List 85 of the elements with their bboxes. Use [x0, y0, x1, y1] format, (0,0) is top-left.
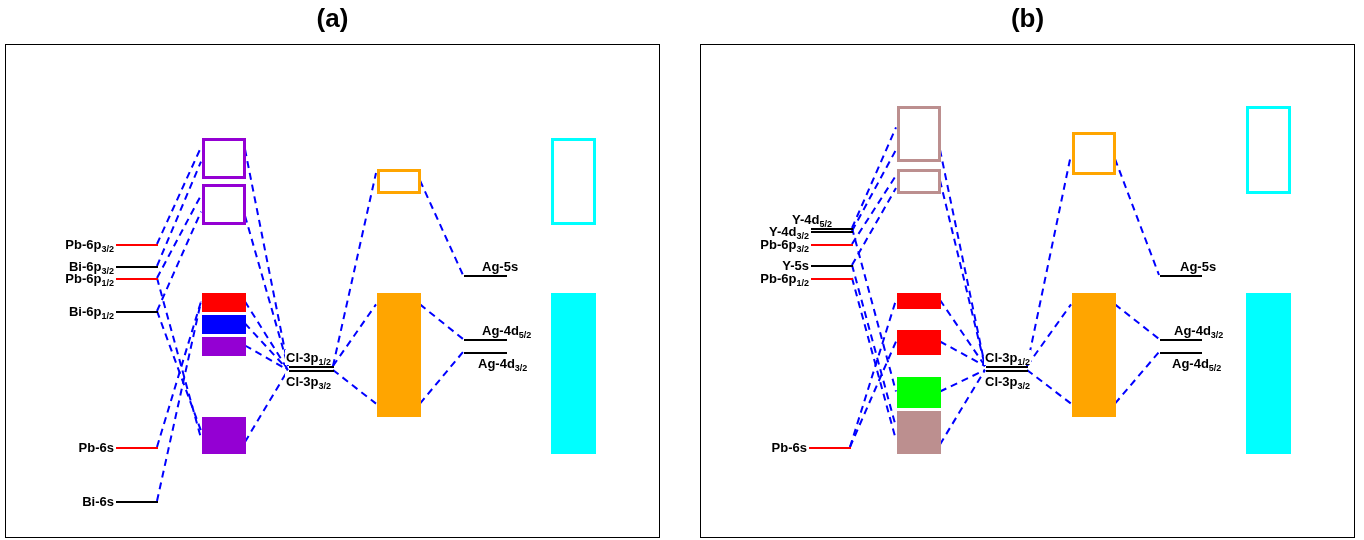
level-label: Bi-6p$_{1/2}$ — [68, 306, 115, 318]
energy-level-line — [116, 311, 158, 313]
level-label: Y-4d$_{5/2}$ — [791, 212, 833, 227]
dashed-connector — [156, 210, 202, 312]
level-label: Ag-5s — [481, 259, 520, 274]
dashed-connector — [156, 310, 202, 432]
energy-level-line — [116, 266, 158, 268]
dashed-connector — [332, 369, 377, 405]
energy-level-line — [811, 231, 853, 233]
level-label: Ag-4d$_{5/2}$ — [481, 323, 533, 338]
dashed-connector — [851, 174, 897, 245]
band-outline — [1246, 106, 1291, 194]
band-block — [551, 293, 596, 454]
energy-level-line — [116, 278, 158, 280]
level-label: Y-5s — [781, 260, 810, 272]
level-label: Cl-3p$_{1/2}$ — [984, 350, 1031, 365]
dashed-connector — [156, 160, 202, 267]
energy-level-line — [116, 501, 158, 503]
energy-level-line — [289, 366, 334, 368]
band-block — [1072, 293, 1116, 417]
dashed-connector — [332, 172, 377, 367]
band-block — [377, 293, 421, 417]
band-outline — [1072, 132, 1116, 175]
dashed-connector — [851, 227, 897, 393]
panel-title: (b) — [1010, 3, 1045, 33]
dashed-connector — [1114, 157, 1160, 276]
dashed-connector — [419, 179, 464, 276]
energy-level-line — [811, 228, 853, 230]
energy-level-line — [811, 244, 853, 246]
level-label: Pb-6p$_{3/2}$ — [759, 239, 810, 251]
dashed-connector — [156, 300, 202, 502]
dashed-connector — [851, 148, 897, 232]
dashed-connector — [849, 340, 897, 448]
band-block — [1246, 293, 1291, 454]
level-label: Cl-3p$_{1/2}$ — [285, 350, 332, 365]
level-label: Cl-3p$_{3/2}$ — [285, 374, 332, 389]
dashed-connector — [332, 303, 377, 367]
level-label: Y-4d$_{3/2}$ — [769, 226, 810, 238]
energy-level-line — [464, 352, 507, 354]
dashed-connector — [1026, 369, 1072, 405]
band-block — [202, 417, 246, 454]
dashed-connector — [939, 299, 986, 367]
level-label: Cl-3p$_{3/2}$ — [984, 374, 1031, 389]
band-block — [897, 411, 941, 454]
energy-level-line — [464, 275, 507, 277]
panel-title: (a) — [316, 3, 349, 33]
energy-level-line — [289, 370, 334, 372]
band-outline — [202, 138, 246, 179]
band-outline — [897, 169, 941, 194]
energy-level-line — [811, 265, 853, 267]
band-block — [897, 377, 941, 408]
band-block — [202, 315, 246, 334]
dashed-connector — [1026, 303, 1072, 367]
energy-level-line — [986, 366, 1028, 368]
level-label: Pb-6p$_{3/2}$ — [64, 239, 115, 251]
energy-level-line — [464, 339, 507, 341]
level-label: Pb-6p$_{1/2}$ — [759, 273, 810, 285]
energy-level-line — [811, 278, 853, 280]
band-outline — [897, 106, 941, 162]
energy-level-line — [1160, 275, 1202, 277]
level-label: Ag-4d$_{3/2}$ — [1173, 323, 1225, 338]
energy-level-line — [1160, 339, 1202, 341]
energy-level-line — [116, 244, 158, 246]
dashed-connector — [156, 300, 202, 448]
band-block — [897, 330, 941, 355]
energy-level-line — [1160, 352, 1202, 354]
energy-level-line — [116, 447, 158, 449]
dashed-connector — [851, 126, 897, 229]
level-label: Bi-6p$_{3/2}$ — [69, 261, 115, 273]
band-block — [897, 293, 941, 309]
band-block — [202, 337, 246, 356]
level-label: Pb-6p$_{1/2}$ — [64, 273, 115, 285]
level-label: Ag-4d$_{5/2}$ — [1171, 356, 1223, 371]
band-outline — [377, 169, 421, 194]
energy-level-line — [809, 447, 851, 449]
level-label: Pb-6s — [770, 442, 808, 454]
energy-level-line — [986, 370, 1028, 372]
level-label: Bi-6s — [81, 496, 115, 508]
level-label: Ag-5s — [1179, 259, 1218, 274]
dashed-connector — [851, 187, 897, 266]
band-block — [202, 293, 246, 312]
band-outline — [202, 184, 246, 225]
level-label: Ag-4d$_{3/2}$ — [477, 356, 529, 371]
level-label: Pb-6s — [77, 442, 115, 454]
band-outline — [551, 138, 596, 225]
